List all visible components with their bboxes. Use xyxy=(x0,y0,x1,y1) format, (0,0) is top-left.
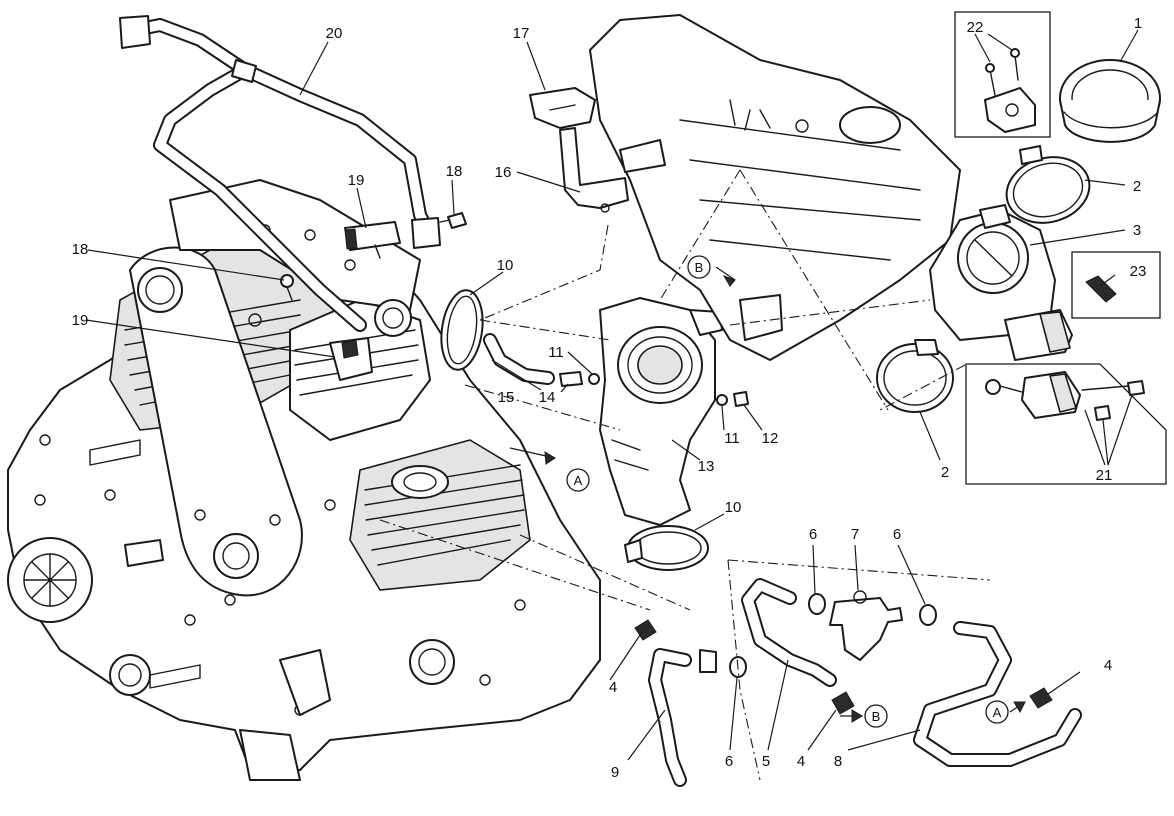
callout-10-upper: 10 xyxy=(497,257,514,274)
callout-12: 12 xyxy=(762,430,779,447)
callout-19-upper: 19 xyxy=(348,172,365,189)
nipple-14 xyxy=(559,371,583,387)
callout-4-left: 4 xyxy=(609,679,617,696)
callout-9: 9 xyxy=(611,764,619,781)
callout-1: 1 xyxy=(1134,15,1142,32)
ref-marker-b2: B xyxy=(864,704,888,728)
callout-23: 23 xyxy=(1130,263,1147,280)
callout-18-upper: 18 xyxy=(446,163,463,180)
ref-marker-b1: B xyxy=(687,255,711,279)
clamp-2-upper xyxy=(1005,145,1091,224)
callout-7: 7 xyxy=(851,526,859,543)
callout-10-lower: 10 xyxy=(725,499,742,516)
callout-4-right: 4 xyxy=(1104,657,1112,674)
callout-6-left: 6 xyxy=(809,526,817,543)
inlet-rubber-1 xyxy=(1059,59,1161,143)
bolt-18-upper xyxy=(439,212,467,229)
callout-2-lower: 2 xyxy=(941,464,949,481)
callout-17: 17 xyxy=(513,25,530,42)
callout-11-right: 11 xyxy=(724,430,740,447)
callout-22: 22 xyxy=(967,19,984,36)
svg-text:A: A xyxy=(993,705,1002,720)
callout-labels: 1 2 3 23 22 2 21 20 17 16 18 19 18 19 10… xyxy=(72,15,1147,781)
reference-arrows xyxy=(509,266,1026,723)
bracket-16 xyxy=(559,127,629,213)
svg-text:A: A xyxy=(574,473,583,488)
assembly-lines xyxy=(379,169,991,781)
hose-9 xyxy=(648,648,717,787)
oring-11-right xyxy=(716,394,728,406)
clamps-4 xyxy=(634,619,1053,715)
svg-text:B: B xyxy=(695,260,704,275)
detail-box-22 xyxy=(954,11,1051,138)
callout-5: 5 xyxy=(762,753,770,770)
clamp-10-upper xyxy=(440,289,484,371)
callout-21: 21 xyxy=(1096,467,1113,484)
hose-8 xyxy=(913,621,1082,767)
sensor-17 xyxy=(529,87,596,129)
clamp-10-lower xyxy=(624,525,709,571)
callout-14: 14 xyxy=(539,389,556,406)
clamp-2-lower xyxy=(876,339,954,413)
ref-marker-a2: A xyxy=(985,700,1009,724)
callout-13: 13 xyxy=(698,458,715,475)
callout-18-lower: 18 xyxy=(72,241,89,258)
callout-4-bottom: 4 xyxy=(797,753,805,770)
callout-8: 8 xyxy=(834,753,842,770)
ref-marker-a1: A xyxy=(566,468,590,492)
callout-20: 20 xyxy=(326,25,343,42)
bolt-18-lower xyxy=(280,274,294,301)
solenoid-valve-7 xyxy=(829,590,903,661)
callout-3: 3 xyxy=(1133,222,1141,239)
airbox xyxy=(589,14,961,361)
intake-manifold-13 xyxy=(599,297,723,526)
callout-11-left: 11 xyxy=(548,344,564,361)
callout-19-lower: 19 xyxy=(72,312,89,329)
detail-box-21 xyxy=(965,363,1167,485)
filter-23 xyxy=(1071,251,1161,319)
leader-lines xyxy=(85,29,1139,761)
hose-5 xyxy=(741,578,837,687)
callout-15: 15 xyxy=(498,389,515,406)
engine-assembly xyxy=(7,179,601,781)
hose-15 xyxy=(483,333,555,385)
callout-16: 16 xyxy=(495,164,512,181)
injector-19-lower xyxy=(329,337,373,381)
throttle-body-3 xyxy=(929,204,1056,341)
callout-6-bottom: 6 xyxy=(725,753,733,770)
svg-text:B: B xyxy=(872,709,881,724)
injector-19-upper xyxy=(344,221,401,259)
callout-2-upper: 2 xyxy=(1133,178,1141,195)
idle-actuator xyxy=(1004,309,1073,361)
oring-11-left xyxy=(588,373,600,385)
callout-6-right: 6 xyxy=(893,526,901,543)
screw-12 xyxy=(733,391,749,407)
